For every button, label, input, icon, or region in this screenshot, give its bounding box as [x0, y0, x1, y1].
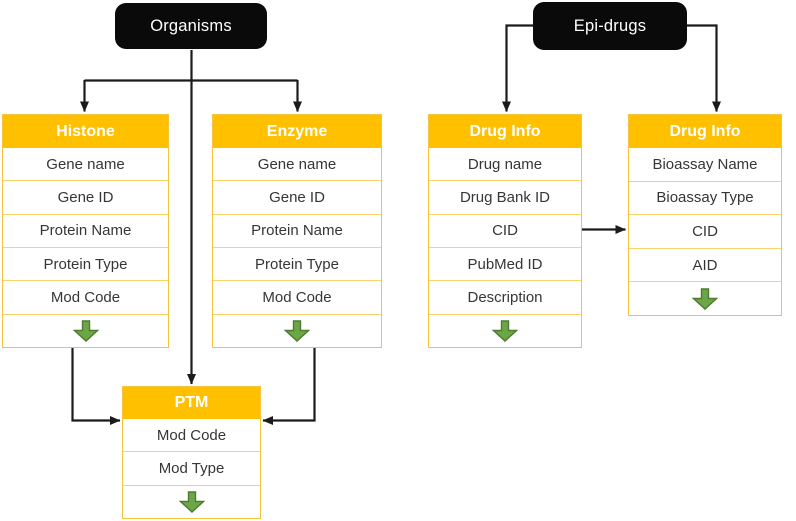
table-enzyme-body: Gene name Gene ID Protein Name Protein T… [213, 148, 381, 347]
table-row: AID [629, 247, 781, 282]
table-histone-body: Gene name Gene ID Protein Name Protein T… [3, 148, 168, 347]
table-drug-info-2-body: Bioassay Name Bioassay Type CID AID [629, 148, 781, 315]
table-row: CID [429, 213, 581, 247]
table-row: Mod Type [123, 451, 260, 484]
root-node-epi-drugs: Epi-drugs [533, 2, 687, 50]
table-row: Bioassay Type [629, 180, 781, 215]
table-row: Description [429, 280, 581, 313]
table-drug-info-1-body: Drug name Drug Bank ID CID PubMed ID Des… [429, 148, 581, 347]
table-drug-info-2-header: Drug Info [629, 115, 781, 148]
table-row: Gene name [46, 155, 125, 173]
root-node-epi-drugs-label: Epi-drugs [573, 16, 647, 35]
connector-epidrugs-druginfo1 [502, 24, 534, 112]
more-rows-row [3, 313, 168, 347]
table-row: Gene name [257, 155, 337, 173]
table-row: Bioassay Name [652, 155, 758, 173]
root-node-organisms-label: Organisms [150, 16, 232, 35]
green-down-arrow-icon [692, 287, 718, 310]
table-row: Protein Name [3, 213, 168, 247]
green-down-arrow-icon [178, 491, 205, 513]
table-row: CID [629, 214, 781, 248]
green-down-arrow-icon [72, 320, 99, 342]
table-ptm-header: PTM [123, 387, 260, 419]
table-enzyme: Enzyme Gene name Gene ID Protein Name Pr… [212, 114, 382, 348]
table-row: Protein Type [3, 246, 168, 280]
table-ptm-body: Mod Code Mod Type [123, 419, 260, 518]
green-down-arrow-icon [284, 320, 310, 342]
more-rows-row [429, 313, 581, 347]
green-down-arrow-icon [492, 320, 518, 342]
connector-enzyme-ptm [262, 348, 316, 425]
table-row: Protein Type [213, 246, 381, 280]
connector-histone-ptm [71, 348, 121, 425]
table-ptm: PTM Mod Code Mod Type [122, 386, 261, 519]
table-row: Gene ID [213, 180, 381, 213]
table-row: Mod Code [156, 426, 227, 444]
table-row: PubMed ID [429, 246, 581, 280]
table-drug-info-1: Drug Info Drug name Drug Bank ID CID Pub… [428, 114, 582, 348]
table-row: Drug Bank ID [429, 180, 581, 213]
more-rows-row [213, 313, 381, 347]
more-rows-row [629, 281, 781, 315]
table-row: Protein Name [213, 213, 381, 247]
more-rows-row [123, 484, 260, 518]
root-node-organisms: Organisms [115, 3, 267, 49]
table-drug-info-2: Drug Info Bioassay Name Bioassay Type CI… [628, 114, 782, 316]
table-row: Gene ID [3, 180, 168, 213]
table-histone: Histone Gene name Gene ID Protein Name P… [2, 114, 169, 348]
table-drug-info-1-header: Drug Info [429, 115, 581, 148]
table-enzyme-header: Enzyme [213, 115, 381, 148]
table-row: Mod Code [213, 280, 381, 313]
connector-epidrugs-druginfo2 [686, 24, 721, 112]
table-row: Mod Code [3, 280, 168, 313]
table-row: Drug name [467, 155, 543, 173]
table-histone-header: Histone [3, 115, 168, 148]
